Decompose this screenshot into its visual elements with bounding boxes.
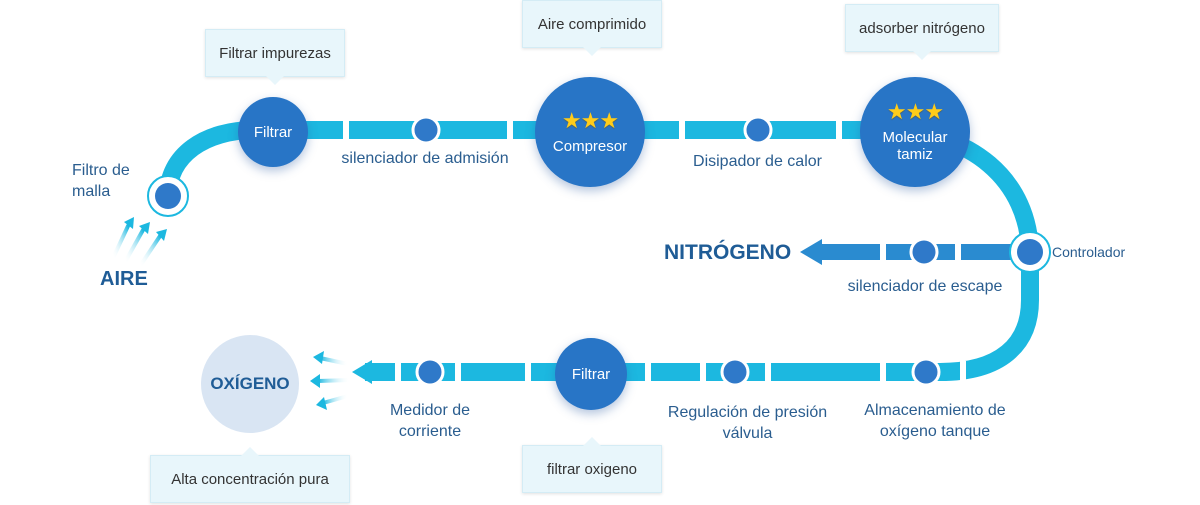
oxygen-arrow-head	[352, 360, 372, 384]
filtrar-bottom-label: Filtrar	[571, 365, 611, 383]
callout-adsorber-nitrogeno: adsorber nitrógeno	[845, 4, 999, 60]
filtrar-top-label: Filtrar	[253, 123, 293, 141]
node-medidor	[415, 357, 445, 387]
node-disipador	[743, 115, 773, 145]
callout-filtrar-oxigeno: filtrar oxigeno	[522, 437, 662, 493]
disipador-label: Disipador de calor	[693, 153, 822, 170]
regulacion-label: Regulación de presión válvula	[667, 404, 828, 442]
node-silenciador-escape	[909, 237, 939, 267]
node-regulacion	[720, 357, 750, 387]
filtro-malla-label: Filtro de malla	[72, 162, 130, 200]
filtrar-top-circle: Filtrar	[238, 97, 308, 167]
silenciador-admision-label: silenciador de admisión	[341, 150, 509, 167]
oxigeno-label: OXÍGENO	[210, 374, 290, 393]
node-silenciador-admision	[411, 115, 441, 145]
air-intake-arrows-icon	[111, 217, 167, 268]
nitrogeno-label: NITRÓGENO	[664, 241, 792, 264]
oxigeno-circle: OXÍGENO	[201, 335, 299, 433]
almacenamiento-label: Almacenamiento de oxígeno tanque	[864, 402, 1006, 440]
molecular-circle: ★★★ Molecular tamiz	[860, 77, 970, 187]
track-dividers	[343, 119, 966, 383]
silenciador-escape-label: silenciador de escape	[847, 278, 1003, 295]
node-filtro-malla	[147, 175, 189, 217]
compresor-circle: ★★★ Compresor	[535, 77, 645, 187]
molecular-label: Molecular tamiz	[882, 128, 948, 163]
nitrogen-arrow-head	[800, 239, 822, 265]
star-rating-icon: ★★★	[886, 98, 944, 124]
filtrar-bottom-circle: Filtrar	[555, 338, 627, 410]
compresor-label: Compresor	[552, 137, 628, 155]
callout-filtrar-impurezas: Filtrar impurezas	[205, 29, 345, 85]
oxygen-output-arrows-icon	[310, 351, 351, 410]
star-rating-icon: ★★★	[561, 107, 619, 133]
node-dots	[411, 115, 941, 387]
node-almacenamiento	[911, 357, 941, 387]
callout-aire-comprimido: Aire comprimido	[522, 0, 662, 56]
controlador-label: Controlador	[1052, 244, 1126, 260]
node-controlador	[1009, 231, 1051, 273]
callout-alta-concentracion: Alta concentración pura	[150, 447, 350, 503]
flow-track	[159, 121, 1039, 381]
aire-label: AIRE	[100, 268, 148, 290]
medidor-label: Medidor de corriente	[389, 402, 471, 440]
